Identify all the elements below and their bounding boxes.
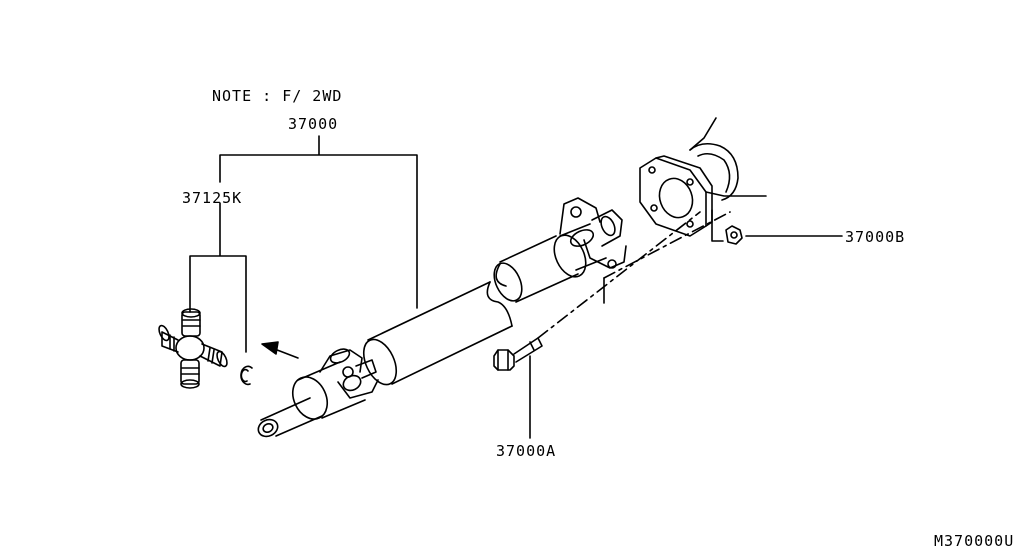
callout-flange-bolt[interactable]: 37000A xyxy=(496,442,557,460)
diagram-note: NOTE : F/ 2WD xyxy=(212,87,343,105)
callout-propeller-shaft-assembly[interactable]: 37000 xyxy=(288,115,339,133)
callout-flange-nut[interactable]: 37000B xyxy=(845,228,906,246)
bolt-icon xyxy=(493,337,543,371)
snap-ring-icon xyxy=(240,365,253,386)
companion-flange-icon xyxy=(639,117,767,237)
diagram-id: M370000U xyxy=(934,532,1015,550)
leader-lines xyxy=(189,135,843,439)
callout-journal-kit[interactable]: 37125K xyxy=(182,189,243,207)
direction-arrow-icon xyxy=(261,341,299,359)
universal-joint-spider-icon xyxy=(158,308,228,389)
propeller-shaft-icon xyxy=(257,197,627,438)
nut-icon xyxy=(725,225,743,245)
